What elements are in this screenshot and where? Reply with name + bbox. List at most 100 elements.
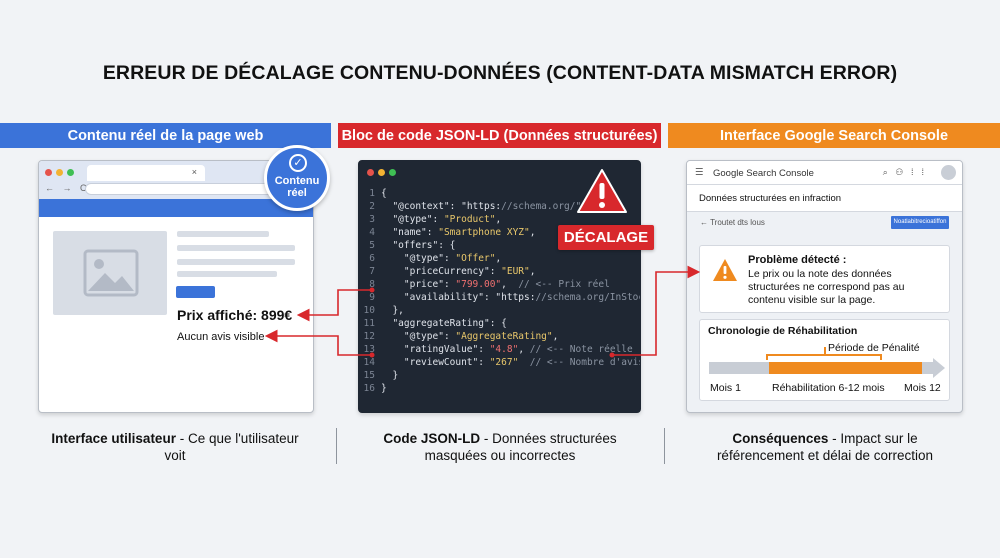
code-line: 4 "name": "Smartphone XYZ", — [359, 226, 640, 239]
line-number: 10 — [363, 305, 375, 316]
warning-icon — [713, 259, 737, 281]
month-1-label: Mois 1 — [710, 382, 741, 394]
validate-fix-button[interactable]: Noatlabitrecioatiffon — [891, 216, 949, 229]
browser-chrome: × ← → C — [39, 161, 313, 205]
code-text: "@type": "Offer", — [403, 253, 502, 264]
maximize-dot — [67, 169, 74, 176]
divider — [664, 428, 665, 464]
line-number: 16 — [363, 383, 375, 394]
line-number: 13 — [363, 344, 375, 355]
browser-mockup: × ← → C Prix affiché: 899€ Aucun avis vi… — [38, 160, 314, 413]
problem-description: Le prix ou la note des données structuré… — [748, 268, 905, 306]
code-text: "offers": { — [392, 240, 456, 251]
problem-card: Problème détecté : Le prix ou la note de… — [699, 245, 950, 313]
code-text: }, — [381, 305, 404, 316]
minimize-dot — [378, 169, 385, 176]
code-text: "price": "799.00", // <-- Prix réel — [403, 279, 610, 290]
check-icon: ✓ — [289, 154, 307, 172]
real-content-badge: ✓ Contenu réel — [264, 145, 330, 211]
penalty-bracket-stem — [824, 347, 826, 355]
code-line: 14 "reviewCount": "267" // <-- Nombre d'… — [359, 356, 640, 369]
text-placeholder — [177, 259, 295, 265]
apps-icon[interactable]: ⁞⁞ — [910, 167, 932, 177]
line-number: 3 — [369, 214, 375, 225]
line-number: 11 — [363, 318, 375, 329]
band-jsonld-code: Bloc de code JSON-LD (Données structurée… — [338, 123, 661, 148]
problem-title: Problème détecté : — [748, 254, 847, 266]
share-icon[interactable]: ⚇ — [895, 167, 911, 177]
penalty-period-label: Période de Pénalité — [828, 342, 920, 354]
header-icons: ⌕⚇⁞⁞ — [883, 167, 932, 178]
gsc-section-title: Données structurées en infraction — [687, 185, 962, 212]
month-12-label: Mois 12 — [904, 382, 941, 394]
timeline-arrow-tip — [933, 358, 945, 378]
divider — [336, 428, 337, 464]
code-line: 8 "price": "799.00", // <-- Prix réel — [359, 278, 640, 291]
rehab-timeline-card: Chronologie de Réhabilitation Période de… — [699, 319, 950, 401]
line-number: 12 — [363, 331, 375, 342]
no-reviews-text: Aucun avis visible — [177, 331, 265, 343]
window-controls — [367, 169, 396, 176]
rehab-period-label: Réhabilitation 6-12 mois — [772, 382, 885, 394]
code-line: 10 }, — [359, 304, 640, 317]
code-lines: 1{2 "@context": "https://schema.org/",3 … — [359, 187, 640, 395]
price-arrow-dot — [369, 287, 375, 293]
rating-arrow-dot — [369, 352, 375, 358]
code-line: 3 "@type": "Product", — [359, 213, 640, 226]
line-number: 4 — [369, 227, 375, 238]
line-number: 8 — [369, 279, 375, 290]
caption-consequences-bold: Conséquences — [732, 431, 829, 446]
gsc-toolbar: ← Troutet dts lous Noatlabitrecioatiffon — [687, 212, 962, 234]
mismatch-label: DÉCALAGE — [558, 225, 654, 250]
close-dot — [45, 169, 52, 176]
code-text: "@context": "https://schema.org/", — [392, 201, 587, 212]
menu-icon[interactable]: ☰ — [695, 167, 704, 178]
caption-ui: Interface utilisateur - Ce que l'utilisa… — [50, 430, 300, 464]
consequence-arrow-dot — [609, 352, 615, 358]
code-line: 5 "offers": { — [359, 239, 640, 252]
timeline-track — [709, 362, 933, 374]
warning-icon — [577, 169, 627, 213]
code-line: 9 "availability": "https://schema.org/In… — [359, 291, 640, 304]
code-text: "@type": "Product", — [392, 214, 502, 225]
code-text: } — [381, 370, 399, 381]
code-line: 2 "@context": "https://schema.org/", — [359, 200, 640, 213]
avatar[interactable] — [941, 165, 956, 180]
code-text: "reviewCount": "267" // <-- Nombre d'avi… — [403, 357, 641, 368]
gsc-header: ☰ Google Search Console ⌕⚇⁞⁞ — [687, 161, 962, 185]
tab-close-icon: × — [191, 167, 197, 177]
displayed-price: Prix affiché: 899€ — [177, 307, 293, 323]
back-link[interactable]: ← Troutet dts lous — [700, 218, 765, 227]
maximize-dot — [389, 169, 396, 176]
code-text: { — [381, 188, 387, 199]
line-number: 2 — [369, 201, 375, 212]
site-header-bar — [39, 199, 313, 217]
line-number: 14 — [363, 357, 375, 368]
code-text: } — [381, 383, 387, 394]
caption-consequences: Conséquences - Impact sur le référenceme… — [700, 430, 950, 464]
price-mismatch-arrow — [296, 289, 372, 322]
code-text: "name": "Smartphone XYZ", — [392, 227, 536, 238]
code-line: 13 "ratingValue": "4.8", // <-- Note rée… — [359, 343, 640, 356]
caption-ui-bold: Interface utilisateur — [51, 431, 176, 446]
caption-ui-text: - Ce que l'utilisateur voit — [164, 431, 299, 463]
caption-consequences-text: - Impact sur le référencement et délai d… — [716, 431, 934, 463]
page-title: ERREUR DE DÉCALAGE CONTENU-DONNÉES (CONT… — [102, 62, 898, 84]
rating-mismatch-arrow — [264, 329, 372, 356]
code-line: 12 "@type": "AggregateRating", — [359, 330, 640, 343]
penalty-bracket — [766, 354, 882, 360]
image-placeholder-icon — [53, 231, 167, 315]
buy-button-placeholder — [176, 286, 215, 298]
code-line: 16} — [359, 382, 640, 395]
search-icon[interactable]: ⌕ — [882, 167, 896, 177]
timeline-title: Chronologie de Réhabilitation — [708, 325, 858, 337]
code-line: 11 "aggregateRating": { — [359, 317, 640, 330]
code-line: 1{ — [359, 187, 640, 200]
code-text: "@type": "AggregateRating", — [403, 331, 559, 342]
code-line: 7 "priceCurrency": "EUR", — [359, 265, 640, 278]
text-placeholder — [177, 271, 277, 277]
search-console-panel: ☰ Google Search Console ⌕⚇⁞⁞ Données str… — [686, 160, 963, 413]
code-line: 15 } — [359, 369, 640, 382]
line-number: 9 — [369, 292, 375, 303]
